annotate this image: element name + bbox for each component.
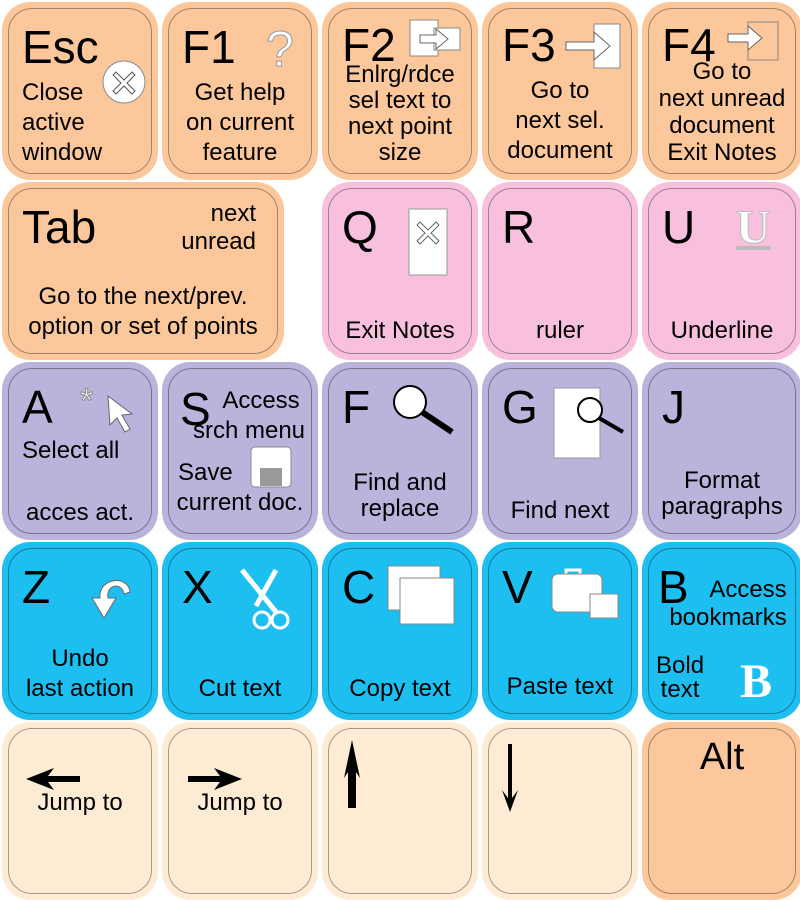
key-desc: Cut text (198, 675, 282, 702)
find-next-icon (553, 387, 625, 459)
key-label: Esc (22, 21, 99, 73)
key-down-arrow[interactable] (482, 722, 638, 900)
key-label: F (342, 381, 371, 433)
select-all-cursor-icon: * (80, 382, 134, 433)
key-left-arrow[interactable]: Jump to (2, 722, 158, 900)
key-desc: Copy text (349, 675, 451, 702)
key-q[interactable]: Q Exit Notes (322, 182, 478, 360)
next-document-icon (565, 23, 621, 69)
key-g[interactable]: G Find next (482, 362, 638, 540)
key-desc-2: acces act. (25, 499, 135, 526)
key-label: F1 (182, 21, 236, 73)
key-desc: Jump to (37, 789, 123, 816)
key-label: U (662, 201, 696, 253)
svg-text:*: * (80, 382, 93, 420)
key-r[interactable]: R ruler (482, 182, 638, 360)
underline-icon: U (736, 201, 772, 255)
key-label: A (22, 381, 53, 433)
key-desc: Select all (22, 437, 120, 464)
key-desc: Go to the next/prev.option or set of poi… (28, 283, 258, 340)
key-a[interactable]: A * Select all acces act. (2, 362, 158, 540)
key-label: Q (342, 201, 378, 253)
key-desc: ruler (535, 317, 584, 344)
key-c[interactable]: C Copy text (322, 542, 478, 720)
close-icon (102, 60, 146, 104)
key-label: G (502, 381, 538, 433)
key-label: S (180, 383, 211, 435)
down-arrow-icon (502, 744, 518, 812)
exit-document-icon (408, 208, 448, 276)
next-unread-icon (727, 21, 779, 61)
key-desc: Underline (670, 317, 774, 344)
resize-arrow-icon (409, 19, 461, 57)
key-desc: Jump to (197, 789, 283, 816)
key-desc: Find next (510, 497, 610, 524)
key-label: Z (22, 561, 51, 613)
key-u[interactable]: U U Underline (642, 182, 800, 360)
key-alt[interactable]: Alt (642, 722, 800, 900)
key-label: Tab (22, 201, 97, 253)
key-label: X (182, 561, 213, 613)
magnifier-icon (393, 385, 454, 435)
key-label: C (342, 561, 376, 613)
key-label: R (502, 201, 536, 253)
key-label: Alt (699, 736, 745, 778)
key-label: F4 (662, 19, 716, 71)
right-arrow-icon (188, 768, 242, 790)
key-label: B (658, 561, 689, 613)
key-v[interactable]: V Paste text (482, 542, 638, 720)
left-arrow-icon (26, 768, 80, 790)
key-right-arrow[interactable]: Jump to (162, 722, 318, 900)
save-floppy-icon (250, 446, 292, 488)
key-desc: Paste text (506, 673, 614, 700)
help-icon: ? (266, 21, 295, 78)
key-label: V (502, 561, 533, 613)
paste-clipboard-icon (551, 568, 619, 619)
key-up-arrow[interactable] (322, 722, 478, 900)
scissors-icon (240, 568, 290, 630)
copy-icon (387, 565, 455, 625)
key-desc: Exit Notes (345, 317, 455, 344)
up-arrow-icon (344, 740, 360, 808)
key-label: J (662, 381, 685, 433)
key-label: F2 (342, 19, 396, 71)
undo-arrow-icon (91, 580, 131, 619)
key-label: F3 (502, 19, 556, 71)
bold-icon: B (740, 655, 773, 708)
key-x[interactable]: X Cut text (162, 542, 318, 720)
